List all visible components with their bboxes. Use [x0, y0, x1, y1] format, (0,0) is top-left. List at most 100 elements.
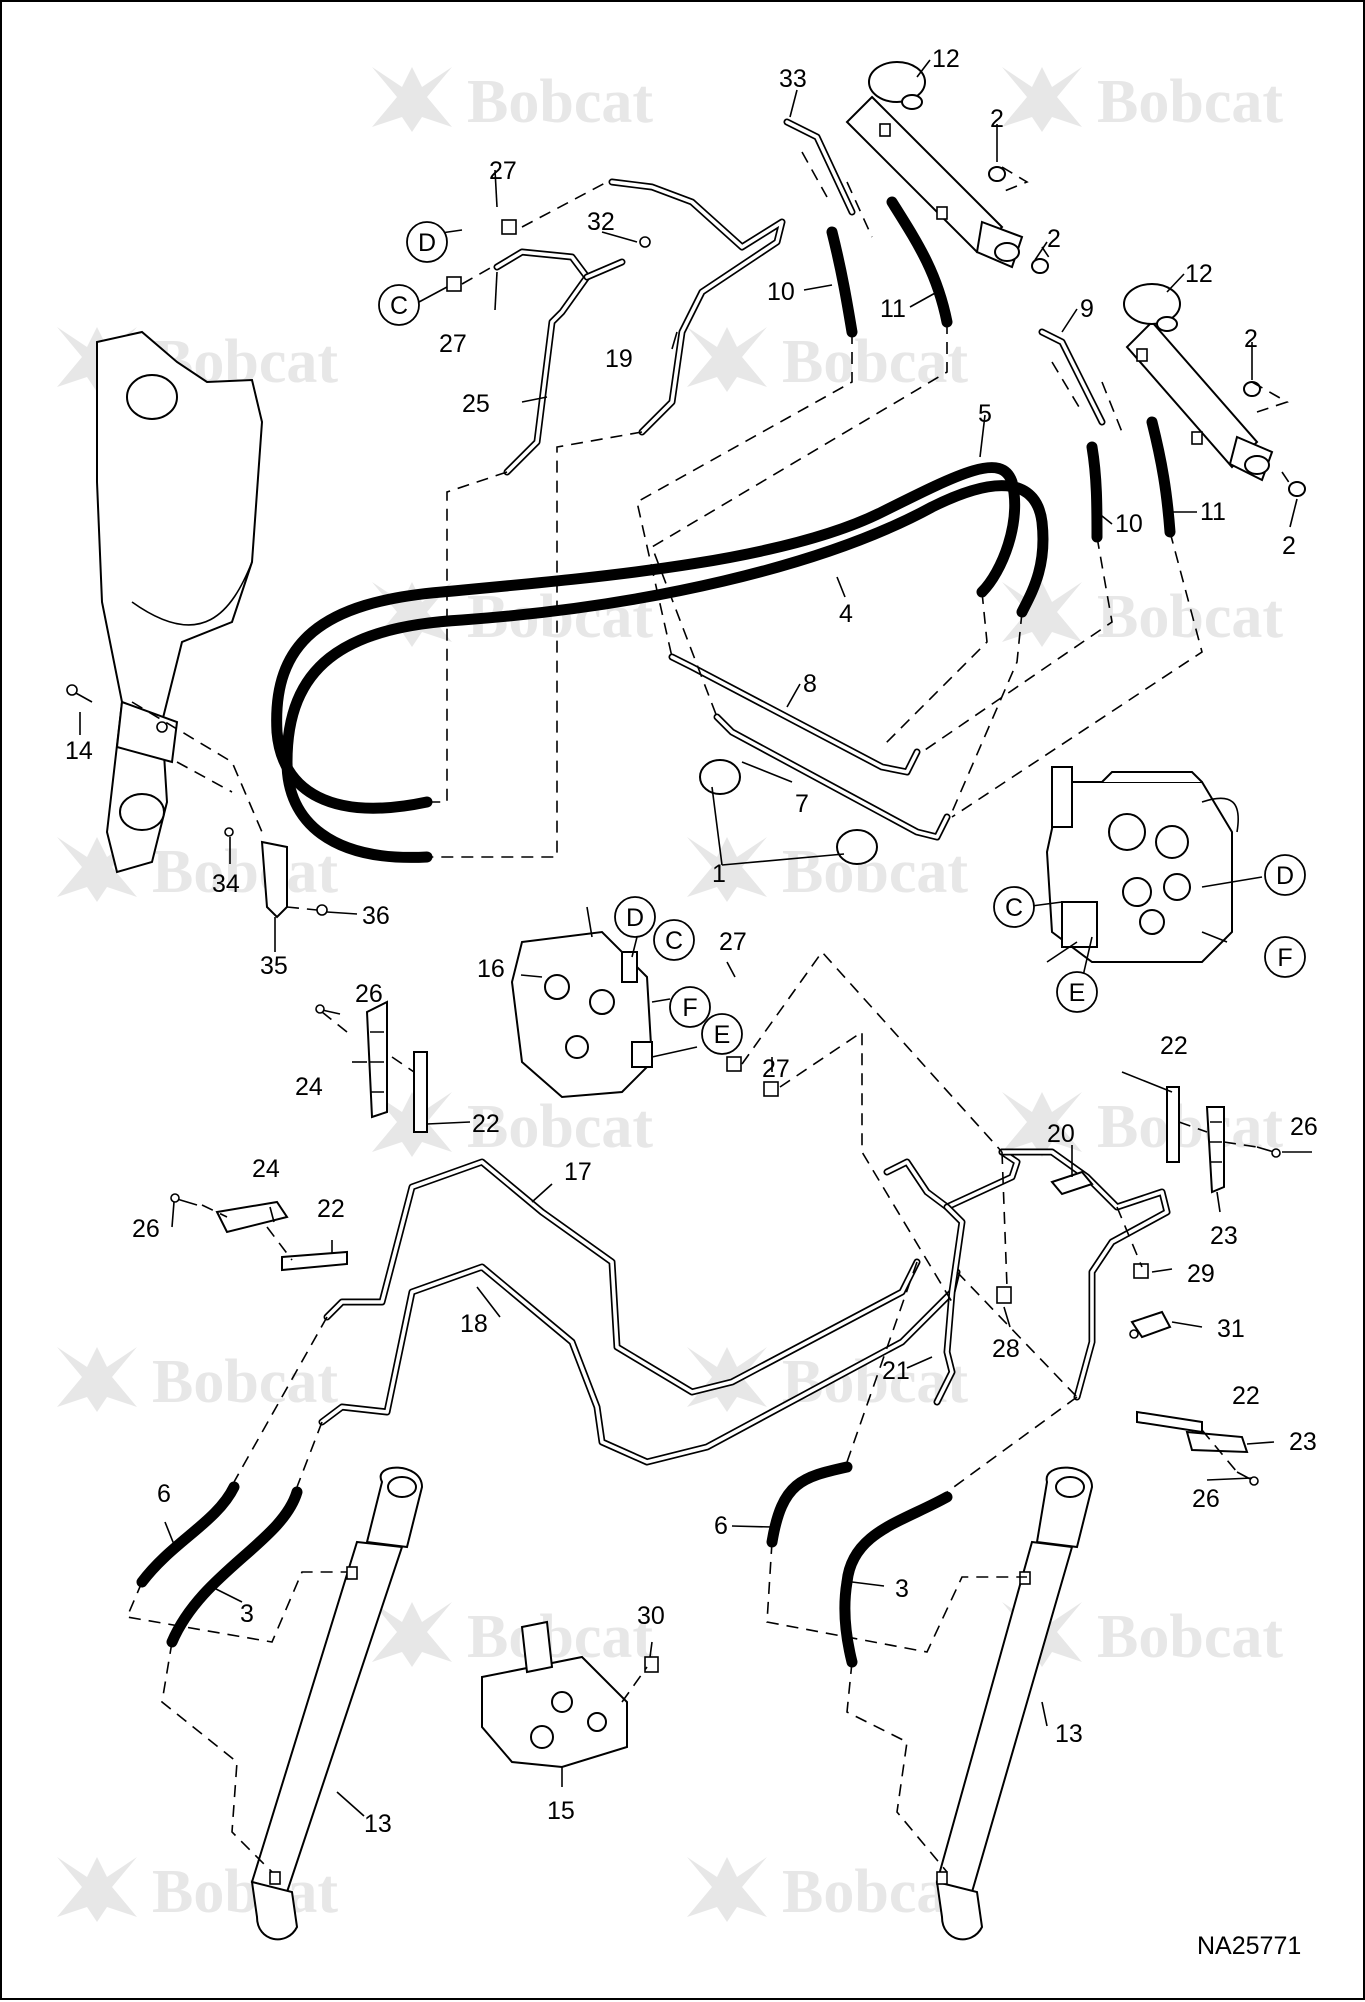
clamp-1: [699, 759, 878, 865]
washer-34: [224, 827, 234, 837]
tilt-cylinder-left: [845, 61, 1024, 269]
callout-26-upper: 26: [355, 980, 383, 1008]
port-ref-c-top: C: [378, 284, 420, 326]
watermark-logo: [372, 1602, 452, 1667]
callout-11-left: 11: [880, 295, 906, 323]
valve-16: [510, 930, 654, 1099]
hose-11-right: [1146, 416, 1176, 538]
lift-cylinder-right: [935, 1466, 1094, 1941]
boom-bracket: [96, 330, 264, 874]
callout-24-upper: 24: [295, 1073, 323, 1101]
watermark-text: Bobcat: [467, 1093, 653, 1161]
callout-15: 15: [547, 1797, 575, 1825]
callout-13-right: 13: [1055, 1720, 1083, 1748]
callout-4: 4: [839, 600, 853, 628]
tube-19: [608, 178, 786, 436]
callout-22-right-lower: 22: [1232, 1382, 1260, 1410]
strap-22-right-lower: [1136, 1410, 1203, 1434]
strap-22-lower: [281, 1250, 348, 1272]
hose-6-right: [766, 1461, 853, 1548]
callout-27-top: 27: [489, 157, 517, 185]
watermark-text: Bobcat: [467, 68, 653, 136]
clamp-24-lower: [215, 1200, 289, 1234]
callout-19: 19: [605, 345, 633, 373]
watermark-text: Bobcat: [467, 1603, 653, 1671]
svg-text:D: D: [626, 904, 644, 932]
callout-26-right-upper: 26: [1290, 1113, 1318, 1141]
fitting-27-valve-b: [763, 1081, 779, 1097]
callout-24-lower: 24: [252, 1155, 280, 1183]
svg-text:C: C: [390, 292, 408, 320]
watermark-text: Bobcat: [782, 328, 968, 396]
hose-10-right: [1086, 441, 1103, 543]
watermark-text: Bobcat: [1097, 1603, 1283, 1671]
control-valve: [1045, 766, 1239, 963]
callout-2-a: 2: [990, 105, 1004, 133]
plug-30: [644, 1656, 659, 1673]
tube-17: [323, 1158, 921, 1396]
svg-text:C: C: [1005, 894, 1023, 922]
svg-text:E: E: [714, 1021, 731, 1049]
callout-36: 36: [362, 902, 390, 930]
dashed-connections: [125, 151, 1293, 1873]
port-ref-e-valve16: E: [701, 1013, 743, 1055]
callout-12-right: 12: [1185, 260, 1213, 288]
callout-2-b: 2: [1047, 225, 1061, 253]
callout-5: 5: [978, 400, 992, 428]
tube-33: [783, 118, 856, 216]
watermark-text: Bobcat: [152, 1858, 338, 1926]
fitting-27-mid: [446, 276, 462, 292]
clamp-23-right-lower: [1185, 1430, 1249, 1454]
watermark-text: Bobcat: [152, 838, 338, 906]
hose-5: [281, 480, 1049, 863]
callout-26-right-lower: 26: [1192, 1485, 1220, 1513]
port-ref-c-control: C: [993, 886, 1035, 928]
watermark-logo: [687, 1347, 767, 1412]
fitting-28: [996, 1286, 1012, 1304]
hose-3-left: [166, 1486, 303, 1648]
bolt-26-lower: [170, 1193, 198, 1206]
port-ref-d-valve16: D: [614, 896, 656, 938]
port-ref-d-top: D: [406, 221, 448, 263]
bolt-26-upper: [315, 1004, 341, 1015]
callout-18: 18: [460, 1310, 488, 1338]
watermark-layer: Bobcat Bobcat Bobcat Bobcat Bobcat Bobca…: [57, 67, 1283, 1926]
nut-36: [316, 904, 328, 916]
bolt-26-right-upper: [1256, 1146, 1281, 1158]
watermark-logo: [687, 327, 767, 392]
callout-27-valve-b: 27: [762, 1055, 790, 1083]
watermark-logo: [372, 1092, 452, 1157]
fitting-27-top: [501, 219, 517, 235]
callout-7: 7: [795, 790, 809, 818]
callout-31: 31: [1217, 1315, 1245, 1343]
svg-text:C: C: [665, 927, 683, 955]
callout-11-right: 11: [1200, 498, 1226, 526]
callout-3-right: 3: [895, 1575, 909, 1603]
bolt-14: [66, 684, 93, 703]
callout-16: 16: [477, 955, 505, 983]
watermark-text: Bobcat: [152, 1348, 338, 1416]
port-reference-markers: D C D C F E C D: [378, 221, 1306, 1055]
watermark-logo: [1002, 582, 1082, 647]
callout-12-left: 12: [932, 45, 960, 73]
callout-17: 17: [564, 1158, 592, 1186]
port-ref-e-control: E: [1056, 971, 1098, 1013]
valve-15: [481, 1620, 628, 1769]
callout-26-lower: 26: [132, 1215, 160, 1243]
callout-8: 8: [803, 670, 817, 698]
watermark-logo: [1002, 67, 1082, 132]
callout-30: 30: [637, 1602, 665, 1630]
port-ref-c-valve16: C: [653, 919, 695, 961]
watermark-text: Bobcat: [1097, 68, 1283, 136]
callout-13-left: 13: [364, 1810, 392, 1838]
callout-10-right: 10: [1115, 510, 1143, 538]
watermark-text: Bobcat: [1097, 1093, 1283, 1161]
o-ring-group: [988, 166, 1306, 497]
clip-35: [260, 840, 288, 919]
strap-22-right-upper: [1166, 1086, 1180, 1163]
tube-7: [713, 713, 951, 841]
tube-25: [493, 248, 626, 476]
svg-text:D: D: [418, 229, 436, 257]
svg-text:F: F: [1277, 944, 1292, 972]
